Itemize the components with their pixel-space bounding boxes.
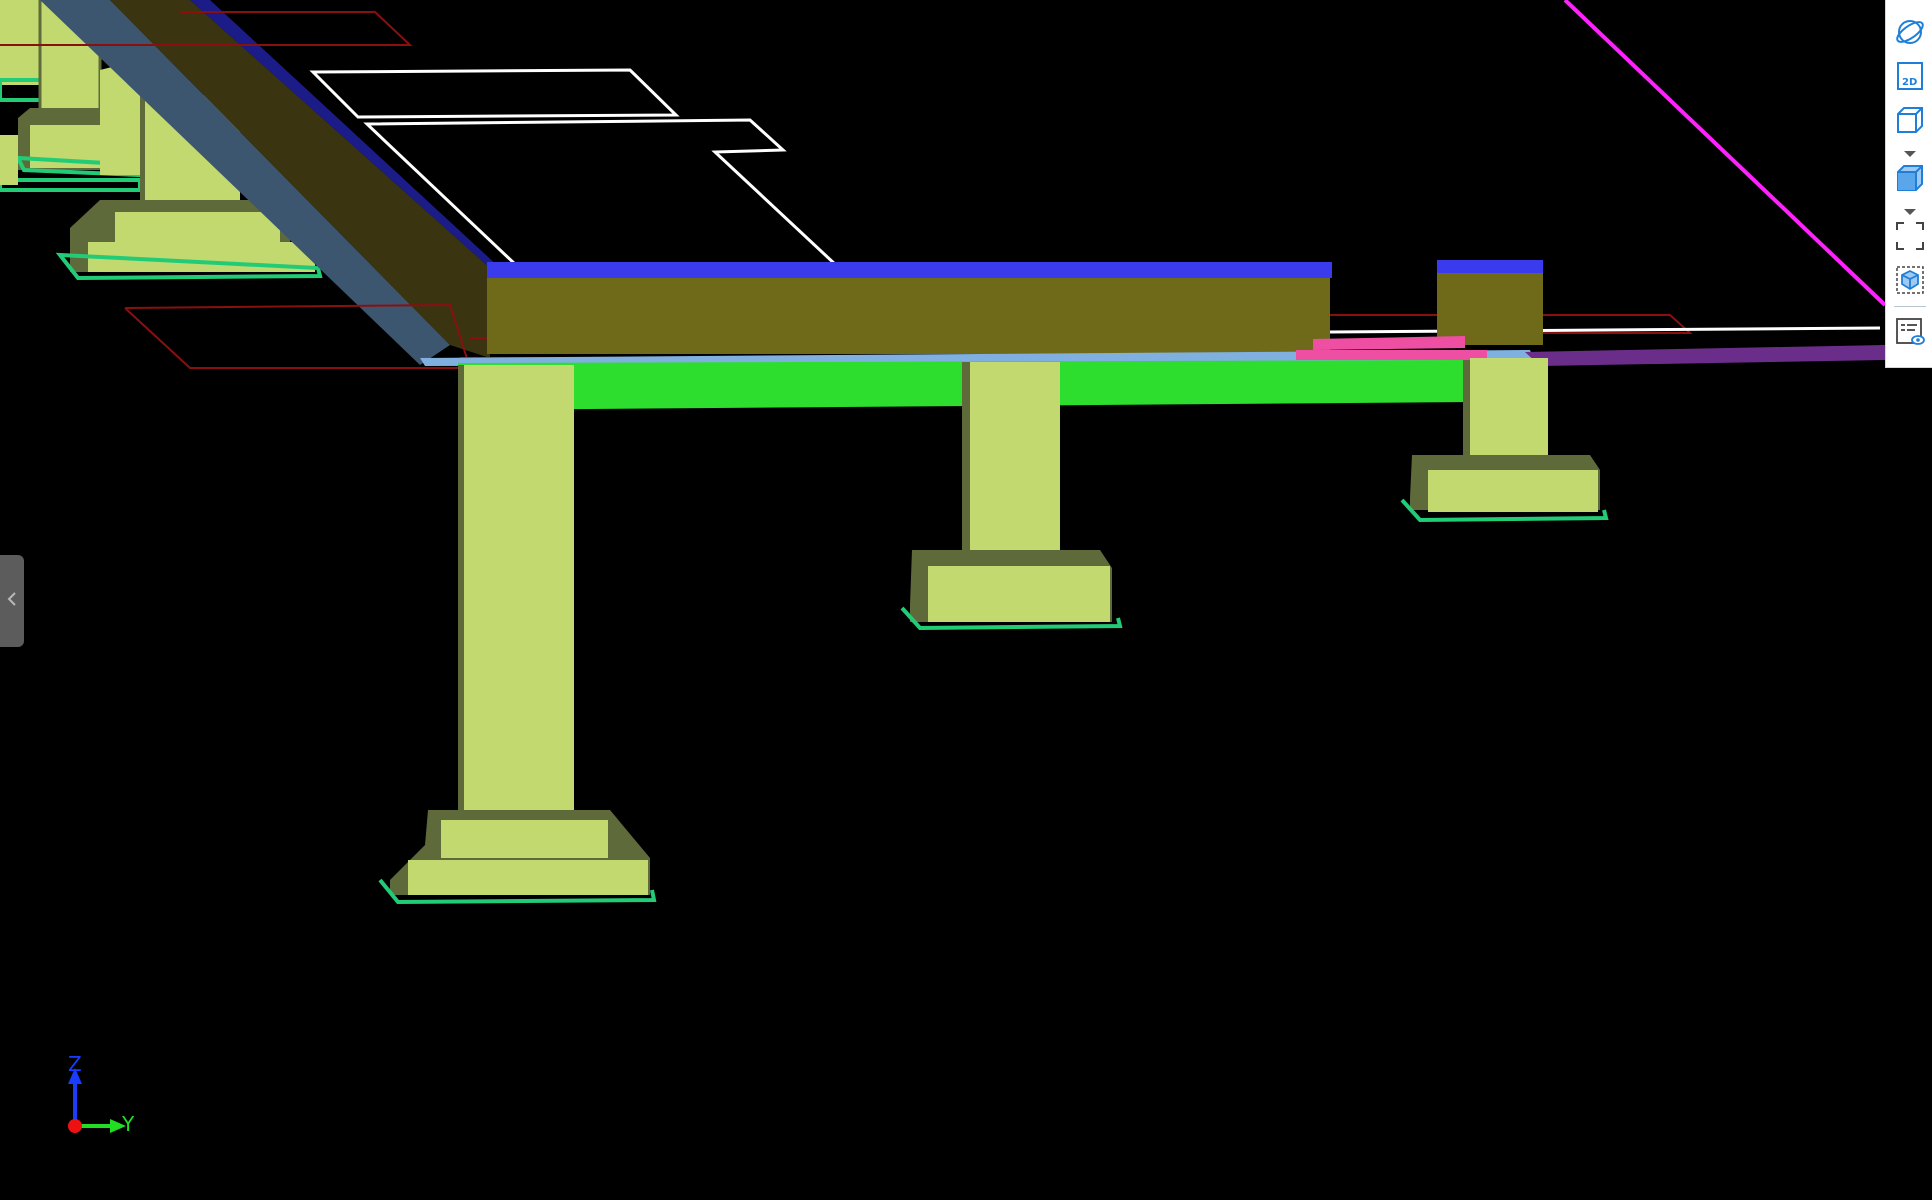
chevron-left-icon: [7, 591, 17, 611]
right-stub-side: [1437, 272, 1543, 345]
column-3: [1400, 358, 1609, 523]
far-column-4-shadow: [140, 95, 145, 205]
isolate-view-icon: [1894, 264, 1926, 300]
shaded-box-icon: [1894, 162, 1926, 198]
footing-1-step: [441, 820, 608, 858]
3d-box-icon: [1894, 104, 1926, 140]
shaded-view-button[interactable]: [1892, 162, 1928, 198]
z-axis-label: Z: [68, 1052, 82, 1076]
3d-box-button[interactable]: [1892, 104, 1928, 140]
column-2: [900, 362, 1123, 631]
chevron-down-icon: [1903, 143, 1917, 162]
footing-1-base: [408, 860, 648, 895]
far-footing-4-outline: [55, 252, 323, 281]
shaded-view-dropdown[interactable]: [1900, 204, 1920, 216]
sloped-beam: [40, 0, 500, 365]
column-2-face: [970, 362, 1060, 562]
main-beam-top: [487, 262, 1332, 278]
pink-element-lower: [1296, 350, 1487, 360]
main-beam: [420, 260, 1885, 410]
sloped-beam-top: [190, 0, 500, 268]
footing-2-base: [928, 566, 1110, 622]
sloped-beam-side: [110, 0, 490, 358]
white-outline-opening-2: [363, 118, 839, 268]
2d-view-text: 2D: [1902, 77, 1917, 88]
magenta-grid-line: [1563, 0, 1887, 307]
purple-element: [1525, 345, 1885, 366]
view-toolbar: 2D: [1885, 0, 1932, 368]
axis-triad: Z Y: [60, 1054, 150, 1138]
fit-view-icon: [1894, 220, 1926, 256]
orbit-icon: [1894, 16, 1926, 52]
right-stub-top: [1437, 260, 1543, 273]
column-1-face: [464, 365, 574, 820]
far-footing-left-outline: [0, 178, 142, 192]
far-column-3: [100, 60, 140, 175]
isolate-view-button[interactable]: [1892, 264, 1928, 300]
footing-3-outline: [1400, 498, 1609, 523]
red-outline-top: [0, 11, 413, 46]
toolbar-separator: [1894, 306, 1926, 307]
x-axis-dot: [68, 1119, 82, 1133]
white-outlines: [309, 68, 1881, 334]
far-column-top-left: [0, 0, 45, 85]
far-footing-4-step: [115, 212, 280, 242]
orbit-button[interactable]: [1892, 16, 1928, 52]
pink-element-upper: [1313, 336, 1465, 350]
main-beam-side: [487, 278, 1330, 354]
far-footings-group: [0, 0, 323, 281]
y-axis-label: Y: [122, 1112, 135, 1136]
visibility-list-icon: [1894, 316, 1926, 352]
column-2-shadow: [962, 362, 972, 560]
column-3-shadow: [1463, 360, 1470, 465]
2d-view-button[interactable]: 2D: [1892, 60, 1928, 96]
axis-triad-arrows: [68, 1068, 126, 1133]
footing-2-outline: [900, 606, 1123, 631]
3d-box-dropdown[interactable]: [1900, 146, 1920, 158]
footing-1-outline: [378, 878, 657, 905]
footing-3-base: [1428, 470, 1598, 512]
sloped-beam-underside: [40, 0, 450, 365]
z-axis-arrowhead: [68, 1068, 82, 1084]
column-1: [378, 365, 657, 905]
panel-collapse-handle[interactable]: [0, 555, 24, 647]
column-3-face: [1470, 358, 1548, 467]
visibility-list-button[interactable]: [1892, 316, 1928, 352]
y-axis-arrowhead: [110, 1119, 126, 1133]
white-outline-slab-edge: [1329, 326, 1881, 334]
far-footing-left-fill: [0, 135, 18, 185]
2d-view-icon: 2D: [1894, 60, 1926, 96]
white-outline-opening-1: [309, 68, 680, 119]
fit-view-button[interactable]: [1892, 220, 1928, 256]
chevron-down-icon: [1903, 201, 1917, 220]
